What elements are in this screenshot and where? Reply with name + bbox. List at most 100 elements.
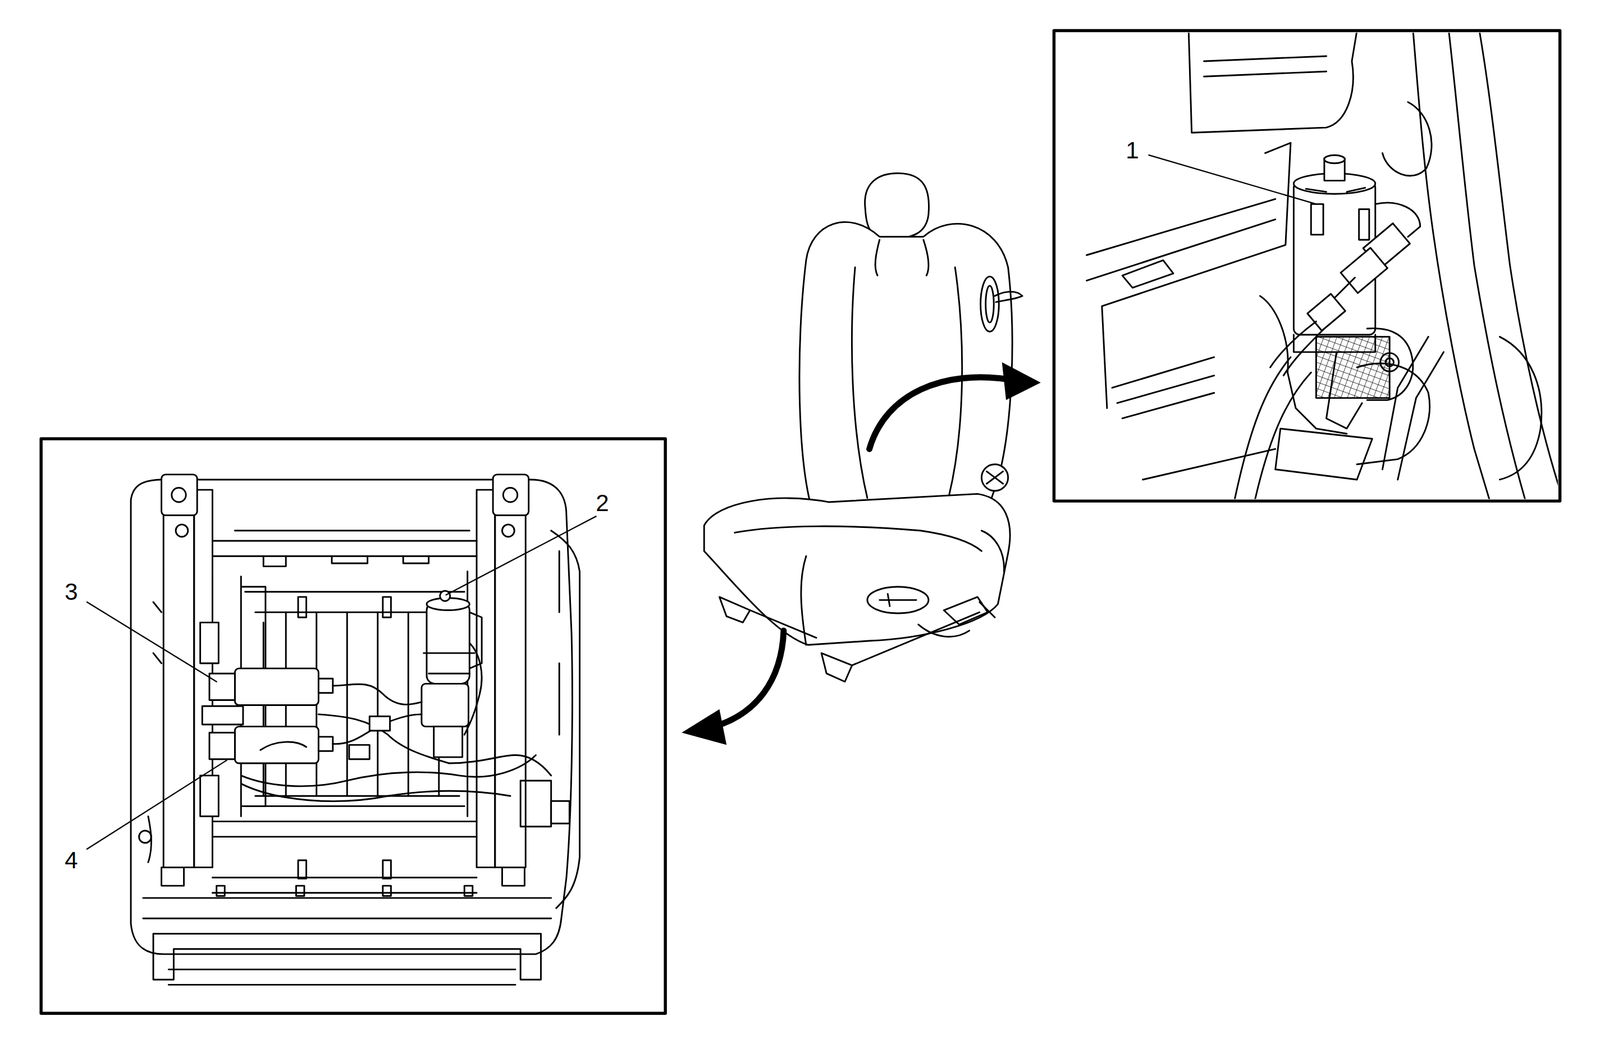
seat-frame-part xyxy=(558,550,561,735)
seat-part xyxy=(799,221,1013,532)
seat-back-structure-part xyxy=(1448,32,1526,499)
detail-frame xyxy=(1053,30,1560,502)
seat-frame-part xyxy=(200,622,219,664)
wiring-harness-part xyxy=(464,642,482,735)
wiring-harness-part xyxy=(349,744,370,759)
seat-part xyxy=(867,586,929,614)
seat-back-structure-part xyxy=(1275,428,1373,480)
seat-frame-part xyxy=(216,885,226,896)
wiring-harness xyxy=(240,642,551,802)
seat-back-structure-part xyxy=(1499,336,1542,480)
seat-motor-part xyxy=(209,673,235,700)
harness-connector-part xyxy=(1283,328,1325,376)
seat-motor-part xyxy=(1305,187,1365,192)
seat-motor-part xyxy=(209,732,235,760)
seat-back-structure-part xyxy=(1479,32,1558,490)
seat-part xyxy=(985,285,995,323)
arrow-head-part xyxy=(1002,362,1041,400)
leader-line-part xyxy=(87,601,217,682)
seat-motor-part xyxy=(234,668,319,705)
seat-part xyxy=(821,652,853,682)
seat-frame-part xyxy=(130,479,573,954)
detail-frame-part xyxy=(1053,30,1560,502)
seat-motor-part xyxy=(421,683,469,726)
seat-part xyxy=(986,471,1004,484)
wiring-harness-part xyxy=(449,755,552,776)
seat-frame-part xyxy=(212,821,477,837)
seat-motor-part xyxy=(1324,154,1345,164)
harness-connector xyxy=(1270,202,1421,376)
seat-frame-part xyxy=(212,877,477,893)
seat-frame-part xyxy=(520,780,552,827)
seat-frame-part xyxy=(382,860,392,879)
seat-frame-part xyxy=(464,885,473,896)
leader-line-part xyxy=(1148,154,1316,204)
wiring-harness-part xyxy=(332,683,422,704)
wiring-harness-part xyxy=(240,755,536,786)
seat-motor-part xyxy=(1315,336,1390,399)
seat-motor xyxy=(202,590,482,763)
seat-part xyxy=(979,601,995,617)
seat-frame-part xyxy=(153,933,541,980)
seat xyxy=(704,172,1023,681)
harness-connector-part xyxy=(1307,293,1346,331)
seat-frame-part xyxy=(263,555,429,566)
callout-number: 4 xyxy=(62,847,80,873)
seat-motor-part xyxy=(260,741,307,750)
wiring-harness-part xyxy=(318,714,450,763)
seat-part xyxy=(865,172,930,239)
seat-motor-part xyxy=(318,678,333,693)
leader-line-part xyxy=(87,760,227,849)
seat-frame-part xyxy=(492,474,529,516)
seat-back-structure-part xyxy=(1204,56,1327,77)
seat-frame-part xyxy=(503,487,518,502)
seat-frame-part xyxy=(501,524,515,537)
view-arrow xyxy=(714,377,1010,727)
seat-motor-part xyxy=(1310,203,1324,235)
seat-frame xyxy=(130,474,580,985)
seat-frame-part xyxy=(551,800,570,824)
seat-illustration-part xyxy=(40,30,1560,1014)
seat-part xyxy=(875,239,929,276)
seat-part xyxy=(879,593,917,606)
seat-motor-part xyxy=(426,601,470,684)
seat-frame-part xyxy=(382,596,392,617)
seat-frame-part xyxy=(171,487,186,502)
seat-motor-part xyxy=(1385,358,1394,367)
seat-back-structure-part xyxy=(1142,448,1275,480)
seat-part xyxy=(851,267,867,498)
callout-number: 2 xyxy=(593,490,611,516)
seat-back-structure xyxy=(1086,32,1558,499)
seat-back-structure-part xyxy=(1413,32,1490,499)
seat-motor-part xyxy=(1367,328,1414,401)
seat-frame-part xyxy=(295,885,305,896)
seat-part xyxy=(719,596,751,623)
seat-frame-part xyxy=(163,489,195,867)
leader-line xyxy=(87,515,597,849)
seat-motor-part xyxy=(1380,353,1400,372)
seat-motor-part xyxy=(234,726,319,763)
seat-back-structure-part xyxy=(1086,198,1276,281)
seat-frame-part xyxy=(551,530,580,908)
detail-frame xyxy=(40,438,666,1013)
seat-part xyxy=(994,291,1023,302)
seat-part xyxy=(943,596,988,625)
seat-motor xyxy=(1293,154,1413,429)
seat-back-structure-part xyxy=(1188,32,1357,133)
seat-back-structure-part xyxy=(1382,102,1432,176)
seat-motor-part xyxy=(1326,352,1363,429)
seat-frame-part xyxy=(298,596,307,617)
arrow-head-part xyxy=(681,709,727,745)
harness-connector-part xyxy=(1340,247,1388,294)
seat-part xyxy=(981,464,1008,491)
arrow-head xyxy=(681,362,1041,745)
wiring-harness-part xyxy=(332,714,422,744)
seat-frame-part xyxy=(175,524,189,537)
wiring-harness-part xyxy=(369,715,390,730)
seat-back-structure-part xyxy=(1234,357,1311,500)
seat-frame-part xyxy=(200,775,219,817)
leader-line-part xyxy=(446,515,597,595)
seat-motor-part xyxy=(440,590,451,601)
seat-part xyxy=(918,624,970,637)
